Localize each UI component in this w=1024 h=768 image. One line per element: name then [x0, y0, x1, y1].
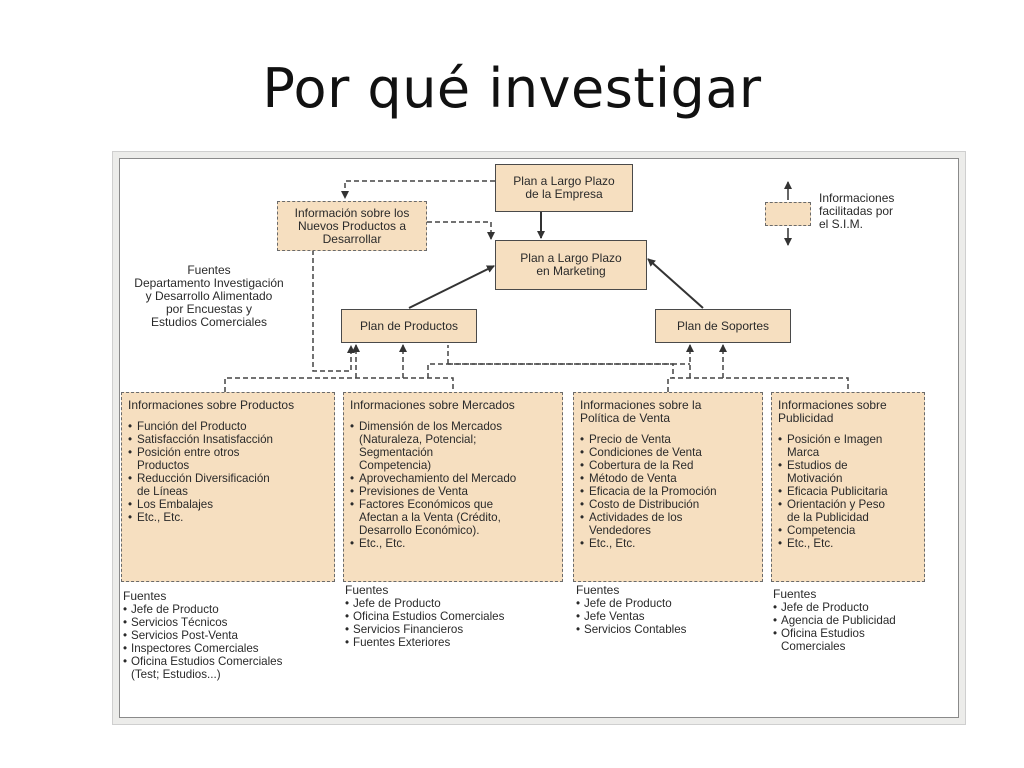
box-plan-soportes: Plan de Soportes	[655, 309, 791, 343]
list-item: Servicios Técnicos	[123, 616, 337, 629]
list-item: Función del Producto	[128, 420, 328, 433]
list-item: Posición entre otros Productos	[128, 446, 328, 472]
list-item: Oficina Estudios Comerciales	[345, 610, 565, 623]
list-item: Jefe de Producto	[576, 597, 766, 610]
list-item: Competencia	[778, 524, 918, 537]
legend-box	[765, 202, 811, 226]
list-item: Servicios Post-Venta	[123, 629, 337, 642]
list-item: Jefe Ventas	[576, 610, 766, 623]
fuentes-productos-list: Jefe de Producto Servicios Técnicos Serv…	[123, 603, 337, 681]
fuentes-label: Fuentes	[345, 583, 389, 597]
list-item: Costo de Distribución	[580, 498, 756, 511]
dashed-bus-mid	[427, 363, 674, 378]
list-item: Oficina Estudios Comerciales (Test; Estu…	[123, 655, 337, 681]
dashed-info-marketing	[379, 221, 495, 240]
panel-mercados-list: Dimensión de los Mercados (Naturaleza, P…	[350, 420, 556, 550]
fuentes-label: Fuentes	[773, 587, 817, 601]
box-plan-marketing-label: Plan a Largo Plazo en Marketing	[520, 251, 622, 278]
list-item: Reducción Diversificación de Líneas	[128, 472, 328, 498]
list-item: Satisfacción Insatisfacción	[128, 433, 328, 446]
list-item: Servicios Contables	[576, 623, 766, 636]
box-plan-productos-label: Plan de Productos	[359, 318, 459, 333]
list-item: Estudios de Motivación	[778, 459, 918, 485]
list-item: Eficacia de la Promoción	[580, 485, 756, 498]
list-item: Aprovechamiento del Mercado	[350, 472, 556, 485]
box-info-nuevos: Información sobre los Nuevos Productos a…	[277, 201, 427, 251]
panel-politica-venta-list: Precio de Venta Condiciones de Venta Cob…	[580, 433, 756, 550]
list-item: Servicios Financieros	[345, 623, 565, 636]
dashed-cross	[447, 345, 690, 365]
panel-mercados-title: Informaciones sobre Mercados	[350, 398, 515, 412]
box-plan-empresa: Plan a Largo Plazo de la Empresa	[495, 164, 633, 212]
panel-mercados: Informaciones sobre Mercados Dimensión d…	[343, 392, 563, 582]
slide-title: Por qué investigar	[262, 57, 762, 120]
fuentes-publicidad-list: Jefe de Producto Agencia de Publicidad O…	[773, 601, 933, 653]
dashed-info-productos	[312, 250, 355, 372]
list-item: Precio de Venta	[580, 433, 756, 446]
list-item: Actividades de los Vendedores	[580, 511, 756, 537]
list-item: Agencia de Publicidad	[773, 614, 933, 627]
list-item: Etc., Etc.	[580, 537, 756, 550]
list-item: Etc., Etc.	[128, 511, 328, 524]
list-item: Etc., Etc.	[350, 537, 556, 550]
legend-label: Informaciones facilitadas por el S.I.M.	[819, 191, 895, 231]
panel-publicidad-title: Informaciones sobre Publicidad	[778, 398, 887, 425]
panel-publicidad: Informaciones sobre Publicidad Posición …	[771, 392, 925, 582]
list-item: Inspectores Comerciales	[123, 642, 337, 655]
panel-productos-title: Informaciones sobre Productos	[128, 398, 295, 412]
arrow-productos-marketing	[408, 265, 495, 309]
box-plan-marketing: Plan a Largo Plazo en Marketing	[495, 240, 647, 290]
diagram-frame: Plan a Largo Plazo de la Empresa Plan a …	[113, 152, 965, 724]
box-info-nuevos-label: Información sobre los Nuevos Productos a…	[294, 205, 410, 246]
fuentes-politica-venta-list: Jefe de Producto Jefe Ventas Servicios C…	[576, 597, 766, 636]
panel-publicidad-list: Posición e Imagen Marca Estudios de Moti…	[778, 433, 918, 550]
arrow-soportes-marketing	[647, 258, 704, 309]
list-item: Orientación y Peso de la Publicidad	[778, 498, 918, 524]
dashed-bus-right	[667, 377, 849, 392]
fuentes-label: Fuentes	[123, 589, 167, 603]
panel-politica-venta: Informaciones sobre la Política de Venta…	[573, 392, 763, 582]
panel-productos: Informaciones sobre Productos Función de…	[121, 392, 335, 582]
list-item: Previsiones de Venta	[350, 485, 556, 498]
list-item: Dimensión de los Mercados (Naturaleza, P…	[350, 420, 556, 472]
diagram-canvas: Plan a Largo Plazo de la Empresa Plan a …	[113, 152, 965, 724]
fuentes-mercados: Fuentes Jefe de Producto Oficina Estudio…	[345, 583, 565, 650]
list-item: Posición e Imagen Marca	[778, 433, 918, 459]
list-item: Método de Venta	[580, 472, 756, 485]
list-item: Jefe de Producto	[773, 601, 933, 614]
list-item: Condiciones de Venta	[580, 446, 756, 459]
list-item: Jefe de Producto	[345, 597, 565, 610]
box-plan-productos: Plan de Productos	[341, 309, 477, 343]
box-plan-soportes-label: Plan de Soportes	[676, 318, 770, 333]
list-item: Factores Económicos que Afectan a la Ven…	[350, 498, 556, 537]
list-item: Fuentes Exteriores	[345, 636, 565, 649]
list-item: Oficina Estudios Comerciales	[773, 627, 933, 653]
list-item: Etc., Etc.	[778, 537, 918, 550]
fuentes-publicidad: Fuentes Jefe de Producto Agencia de Publ…	[773, 587, 933, 654]
list-item: Jefe de Producto	[123, 603, 337, 616]
fuentes-mercados-list: Jefe de Producto Oficina Estudios Comerc…	[345, 597, 565, 649]
panel-politica-venta-title: Informaciones sobre la Política de Venta	[580, 398, 702, 425]
panel-productos-list: Función del Producto Satisfacción Insati…	[128, 420, 328, 524]
fuentes-label: Fuentes	[576, 583, 620, 597]
fuentes-politica-venta: Fuentes Jefe de Producto Jefe Ventas Ser…	[576, 583, 766, 637]
list-item: Cobertura de la Red	[580, 459, 756, 472]
fuentes-productos: Fuentes Jefe de Producto Servicios Técni…	[123, 589, 337, 682]
fuentes-idi: Fuentes Departamento Investigación y Des…	[134, 263, 284, 329]
box-plan-empresa-label: Plan a Largo Plazo de la Empresa	[513, 174, 615, 201]
connector-lines	[224, 180, 849, 392]
dashed-bus-left	[224, 377, 454, 392]
list-item: Los Embalajes	[128, 498, 328, 511]
dashed-empresa-info	[341, 180, 495, 199]
list-item: Eficacia Publicitaria	[778, 485, 918, 498]
